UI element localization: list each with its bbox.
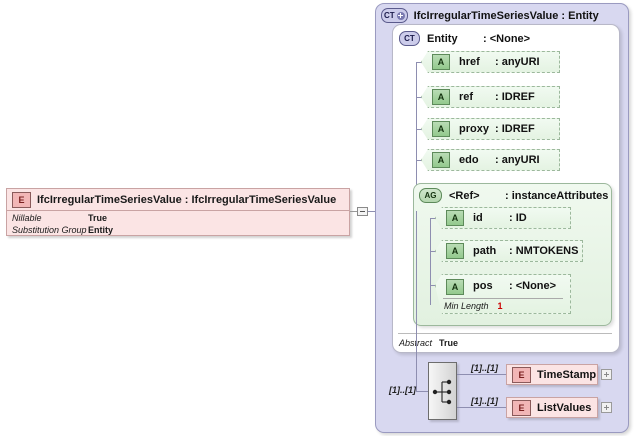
property-key: Substitution Group [12, 225, 87, 235]
attribute-type: : NMTOKENS [509, 245, 579, 257]
facet-separator [443, 298, 563, 299]
attribute-row-href[interactable]: A href : anyURI [421, 51, 560, 73]
attribute-type: : ID [509, 212, 527, 224]
child-element-label: ListValues [537, 401, 592, 414]
attribute-tree-trunk [416, 62, 417, 210]
collapse-toggle-button[interactable] [357, 207, 368, 216]
attribute-icon: A [432, 89, 450, 105]
attribute-row-pos[interactable]: A pos : <None> Min Length 1 [435, 274, 571, 314]
attribute-type: : IDREF [495, 91, 535, 103]
attribute-icon: A [432, 54, 450, 70]
attribute-row-id[interactable]: A id : ID [435, 207, 571, 229]
element-icon: E [12, 191, 31, 208]
element-icon: E [512, 366, 531, 383]
attribute-type: : anyURI [495, 154, 540, 166]
attributegroup-branch [430, 218, 438, 219]
attribute-row-edo[interactable]: A edo : anyURI [421, 149, 560, 171]
abstract-separator [398, 333, 612, 334]
element-icon: E [512, 399, 531, 416]
connector-element-to-toggle [350, 211, 357, 212]
attribute-name: href [459, 56, 480, 68]
element-title: IfcIrregularTimeSeriesValue : IfcIrregul… [37, 193, 337, 206]
sequence-icon[interactable] [428, 362, 457, 420]
expand-button-timestamp[interactable] [601, 369, 612, 380]
attribute-name: pos [473, 280, 493, 292]
property-row: Nillable True [12, 213, 349, 224]
complextype-expand-icon[interactable]: CT [381, 8, 408, 23]
attribute-name: proxy [459, 123, 489, 135]
property-row: Substitution Group Entity [12, 225, 349, 236]
attribute-icon: A [446, 243, 464, 259]
child-cardinality-label: [1]..[1] [471, 363, 498, 373]
attribute-type: : <None> [509, 280, 557, 292]
attribute-icon: A [432, 152, 450, 168]
complextype-icon: CT [399, 31, 420, 46]
expand-button-listvalues[interactable] [601, 402, 612, 413]
facet-key: Min Length [444, 301, 489, 311]
sequence-glyph [432, 379, 452, 405]
abstract-key: Abstract [399, 338, 439, 348]
attribute-name: path [473, 245, 497, 257]
abstract-property-row: Abstract True [399, 338, 458, 348]
property-value: True [88, 213, 108, 223]
attribute-row-path[interactable]: A path : NMTOKENS [435, 240, 583, 262]
child-element-listvalues[interactable]: E ListValues [506, 397, 598, 418]
element-properties: Nillable True Substitution Group Entity [7, 211, 349, 236]
attributegroup-type: : instanceAttributes [505, 189, 609, 202]
attribute-type: : anyURI [495, 56, 540, 68]
attribute-name: ref [459, 91, 474, 103]
attribute-icon: A [432, 121, 450, 137]
entity-name: Entity [427, 32, 458, 45]
entity-header[interactable]: CT Entity : <None> [399, 31, 530, 46]
attribute-row-ref[interactable]: A ref : IDREF [421, 86, 560, 108]
child-branch-line [457, 374, 506, 375]
attributegroup-icon: AG [419, 188, 442, 203]
attribute-icon: A [446, 279, 464, 295]
attributegroup-name: <Ref> [449, 189, 480, 202]
attribute-icon: A [446, 210, 464, 226]
facet-value: 1 [497, 301, 503, 311]
attribute-branch [416, 62, 424, 63]
sequence-cardinality-label: [1]..[1] [389, 385, 416, 395]
attribute-branch [416, 160, 424, 161]
child-cardinality-label: [1]..[1] [471, 396, 498, 406]
element-box-ifcirregulartimeseriesvalue[interactable]: E IfcIrregularTimeSeriesValue : IfcIrreg… [6, 188, 350, 236]
property-value: Entity [88, 225, 114, 235]
child-branch-line [457, 407, 506, 408]
element-box-header: E IfcIrregularTimeSeriesValue : IfcIrreg… [7, 189, 349, 211]
attribute-branch [416, 97, 424, 98]
attributegroup-tree-trunk [430, 218, 431, 305]
child-element-label: TimeStamp [537, 368, 597, 381]
complextype-header[interactable]: CT IfcIrregularTimeSeriesValue : Entity [381, 8, 599, 23]
attribute-name: edo [459, 154, 479, 166]
attribute-name: id [473, 212, 483, 224]
plus-circle-icon[interactable] [396, 11, 405, 20]
complextype-icon-label: CT [384, 11, 395, 20]
attribute-row-proxy[interactable]: A proxy : IDREF [421, 118, 560, 140]
attributegroup-header[interactable]: AG <Ref> : instanceAttributes [419, 188, 608, 203]
attributegroup-branch [430, 285, 438, 286]
abstract-value: True [439, 338, 459, 348]
attribute-branch [416, 129, 424, 130]
child-element-timestamp[interactable]: E TimeStamp [506, 364, 598, 385]
entity-type: : <None> [483, 32, 531, 45]
property-key: Nillable [12, 213, 42, 223]
attribute-type: : IDREF [495, 123, 535, 135]
complextype-title: IfcIrregularTimeSeriesValue : Entity [413, 9, 599, 22]
sequence-entry-line [416, 391, 428, 392]
attributegroup-branch [430, 251, 438, 252]
facet-row-minlength: Min Length 1 [444, 301, 503, 311]
sequence-trunk-line [416, 211, 417, 391]
